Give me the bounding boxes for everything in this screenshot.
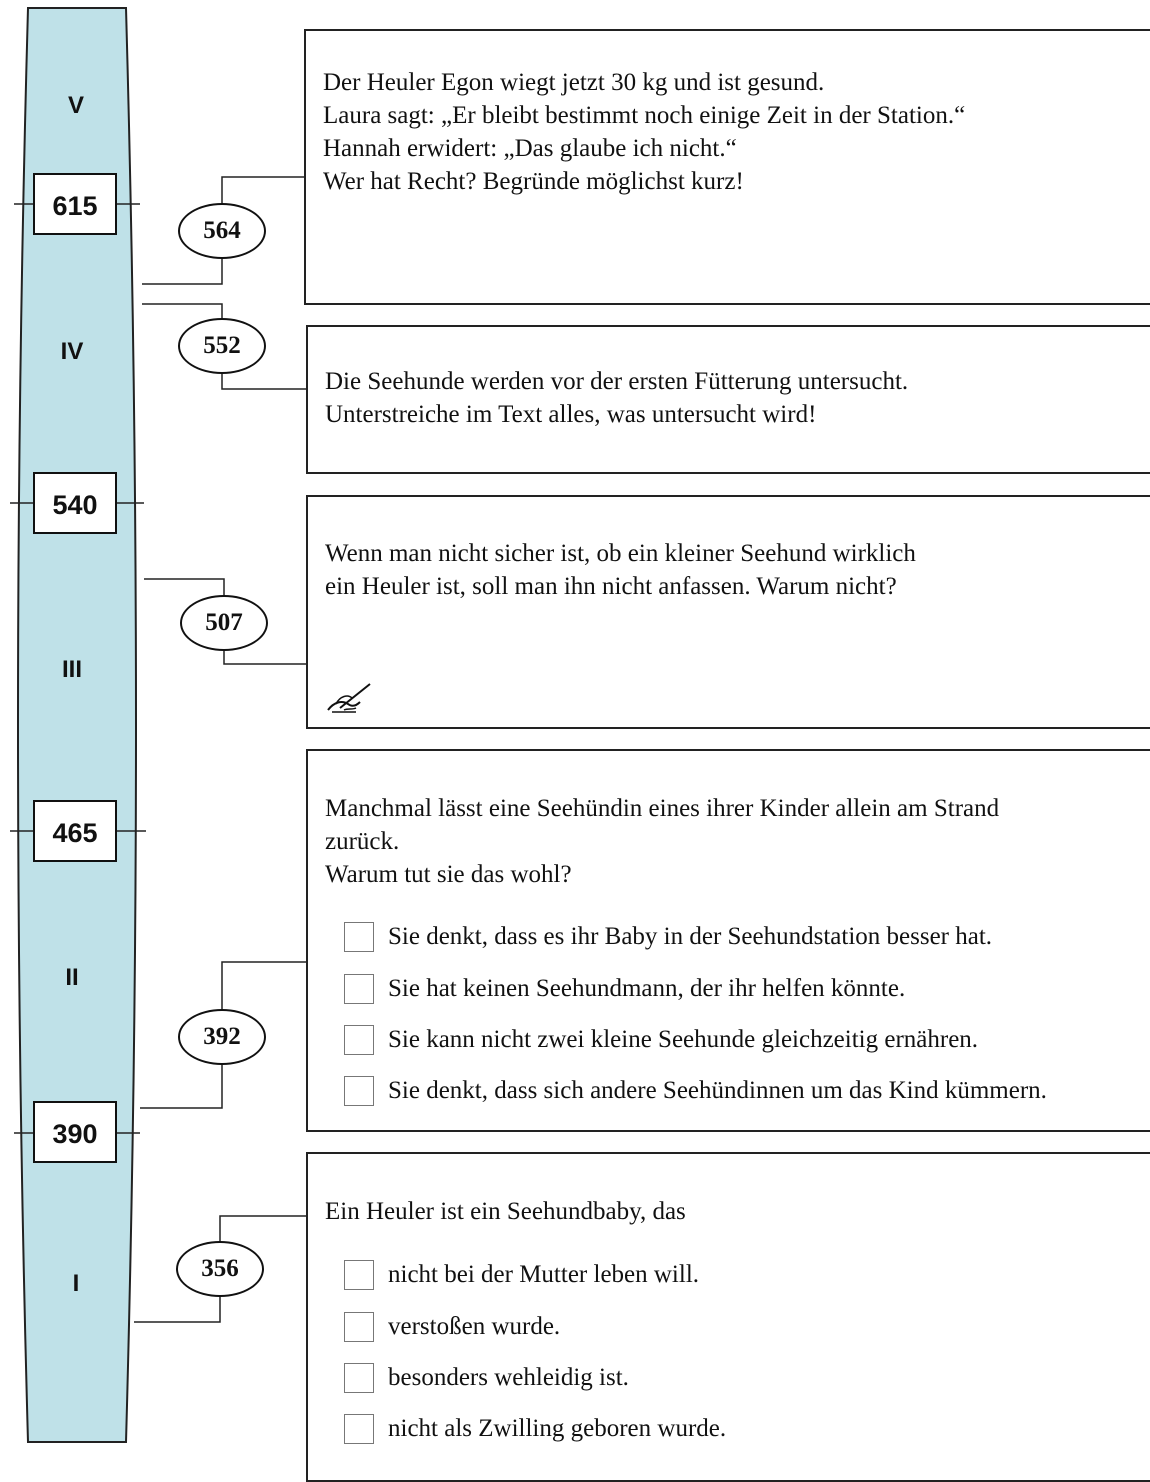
answer-checkbox[interactable] [344, 1260, 374, 1290]
answer-checkbox[interactable] [344, 1414, 374, 1444]
answer-checkbox[interactable] [344, 1025, 374, 1055]
task-text-line: Hannah erwidert: „Das glaube ich nicht.“ [323, 135, 737, 162]
task-text-line: Ein Heuler ist ein Seehundbaby, das [325, 1198, 686, 1225]
answer-option[interactable]: Sie kann nicht zwei kleine Seehunde glei… [344, 1025, 978, 1055]
answer-checkbox[interactable] [344, 1312, 374, 1342]
connector-564 [221, 176, 306, 205]
answer-option-label: nicht als Zwilling geboren wurde. [388, 1415, 727, 1442]
answer-option-label: Sie hat keinen Seehundmann, der ihr helf… [388, 975, 906, 1002]
answer-option-label: Sie kann nicht zwei kleine Seehunde glei… [388, 1026, 979, 1053]
answer-option-label: besonders wehleidig ist. [388, 1364, 629, 1391]
task-text-line: Wer hat Recht? Begründe möglichst kurz! [323, 168, 744, 195]
answer-checkbox[interactable] [344, 1076, 374, 1106]
connector-392-scale [140, 1064, 223, 1109]
answer-checkbox[interactable] [344, 1363, 374, 1393]
level-label-iv: IV [60, 338, 84, 365]
connector-392 [221, 961, 306, 1010]
writing-hand-icon [327, 683, 371, 713]
answer-option-label: verstoßen wurde. [388, 1313, 561, 1340]
task-text-line: Der Heuler Egon wiegt jetzt 30 kg und is… [323, 69, 825, 96]
threshold-465: 465 [33, 800, 117, 862]
answer-option[interactable]: besonders wehleidig ist. [344, 1363, 629, 1393]
task-text-line: ein Heuler ist, soll man ihn nicht anfas… [325, 573, 897, 600]
task-text-line: Laura sagt: „Er bleibt bestimmt noch ein… [323, 102, 966, 129]
connector-507-scale [144, 578, 225, 596]
task-box-356 [306, 1152, 1150, 1482]
answer-checkbox[interactable] [344, 922, 374, 952]
threshold-615: 615 [33, 173, 117, 235]
answer-option[interactable]: verstoßen wurde. [344, 1312, 560, 1342]
level-label-v: V [67, 92, 84, 119]
level-label-i: I [72, 1270, 80, 1297]
task-box-392 [306, 749, 1150, 1132]
task-score-564: 564 [178, 203, 266, 259]
task-text-line: Warum tut sie das wohl? [325, 861, 572, 888]
answer-option-label: nicht bei der Mutter leben will. [388, 1261, 700, 1288]
task-box-552 [306, 325, 1150, 474]
answer-checkbox[interactable] [344, 974, 374, 1004]
answer-option[interactable]: Sie denkt, dass sich andere Seehündinnen… [344, 1076, 1047, 1106]
answer-option[interactable]: Sie hat keinen Seehundmann, der ihr helf… [344, 974, 905, 1004]
threshold-390: 390 [33, 1101, 117, 1163]
task-text-line: Die Seehunde werden vor der ersten Fütte… [325, 368, 909, 395]
connector-552-scale [142, 303, 223, 320]
competence-scale-bar [17, 7, 137, 1443]
connector-552 [221, 372, 306, 390]
threshold-540: 540 [33, 472, 117, 534]
connector-564-scale [142, 257, 223, 285]
answer-option[interactable]: Sie denkt, dass es ihr Baby in der Seehu… [344, 922, 992, 952]
answer-option-label: Sie denkt, dass es ihr Baby in der Seehu… [388, 923, 993, 950]
answer-option-label: Sie denkt, dass sich andere Seehündinnen… [388, 1077, 1047, 1104]
task-text-line: Manchmal lässt eine Seehündin eines ihre… [325, 795, 1000, 822]
task-score-392: 392 [178, 1009, 266, 1065]
level-label-ii: II [65, 964, 79, 991]
answer-option[interactable]: nicht als Zwilling geboren wurde. [344, 1414, 726, 1444]
task-text-line: zurück. [325, 828, 400, 855]
task-score-552: 552 [178, 318, 266, 374]
level-label-iii: III [61, 656, 82, 683]
task-score-507: 507 [180, 595, 268, 651]
task-text-line: Unterstreiche im Text alles, was untersu… [325, 401, 817, 428]
connector-356-scale [134, 1296, 221, 1323]
connector-356 [219, 1215, 306, 1242]
task-score-356: 356 [176, 1241, 264, 1297]
task-box-564 [304, 29, 1150, 305]
connector-507 [223, 650, 306, 665]
task-box-507 [306, 495, 1150, 729]
answer-option[interactable]: nicht bei der Mutter leben will. [344, 1260, 699, 1290]
task-text-line: Wenn man nicht sicher ist, ob ein kleine… [325, 540, 916, 567]
